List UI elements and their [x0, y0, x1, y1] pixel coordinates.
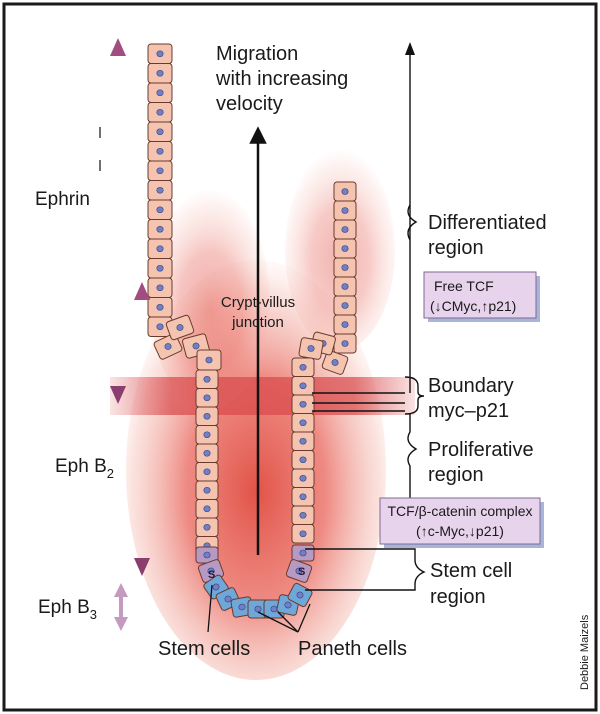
epithelial-cell — [147, 141, 173, 162]
epithelial-cell — [291, 431, 315, 451]
epithelial-cell — [147, 219, 173, 240]
epithelial-cell — [147, 277, 173, 298]
epithelial-cell — [333, 276, 357, 297]
proliferative-label-line2: region — [428, 464, 484, 486]
ephb2-arrow — [134, 282, 150, 576]
ephb2-label: Eph B2 — [55, 456, 114, 481]
epithelial-cell — [195, 388, 219, 408]
epithelial-cell — [195, 406, 219, 426]
epithelial-cell — [195, 443, 219, 463]
epithelial-cell — [147, 238, 173, 259]
tcf-complex-line1: TCF/β-catenin complex — [388, 503, 533, 519]
epithelial-cell — [195, 480, 219, 500]
migration-label-line2: with increasing — [215, 68, 348, 90]
epithelial-cell — [195, 499, 219, 519]
epithelial-cell — [195, 517, 219, 537]
ephb3-label-sub: 3 — [90, 607, 97, 622]
epithelial-cell — [333, 200, 357, 221]
credit-text: Debbie Maizels — [579, 614, 591, 690]
tcf-complex-box: TCF/β-catenin complex (↑c-Myc,↓p21) — [379, 497, 544, 548]
epithelial-cell — [195, 369, 219, 389]
epithelial-cell — [333, 238, 357, 259]
epithelial-cell — [147, 180, 173, 201]
ephrin-arrow — [110, 38, 126, 404]
epithelial-cell — [333, 219, 357, 240]
boundary-label-line2: myc–p21 — [428, 400, 509, 422]
paneth-cells-label: Paneth cells — [298, 638, 407, 660]
stem-region-label-line2: region — [430, 586, 486, 608]
crypt-villus-label-line2: junction — [231, 314, 284, 331]
epithelial-cell — [321, 350, 349, 375]
epithelial-cell — [147, 160, 173, 181]
ephb3-arrow — [114, 583, 128, 631]
ephb2-label-sub: 2 — [107, 466, 114, 481]
stem-cell — [291, 544, 315, 562]
ephb3-label: Eph B3 — [38, 597, 97, 622]
epithelial-cell — [147, 199, 173, 220]
free-tcf-line1: Free TCF — [434, 278, 494, 294]
epithelial-cell — [333, 314, 357, 335]
free-tcf-line2: (↓CMyc,↑p21) — [430, 298, 516, 314]
epithelial-cell — [196, 349, 222, 371]
right-brackets — [305, 42, 426, 591]
epithelial-cell — [291, 376, 315, 396]
boundary-band — [110, 377, 415, 415]
epithelial-cell — [165, 314, 195, 341]
epithelial-cell — [147, 63, 173, 84]
epithelial-cell — [147, 102, 173, 123]
proliferative-label-line1: Proliferative — [428, 439, 534, 461]
epithelial-cell — [333, 333, 357, 354]
boundary-label-line1: Boundary — [428, 375, 514, 397]
ephb3-label-base: Eph B — [38, 597, 90, 618]
stem-cells-label: Stem cells — [158, 638, 250, 660]
epithelial-cell — [291, 450, 315, 470]
epithelial-cell — [333, 295, 357, 316]
epithelial-cell — [195, 462, 219, 482]
epithelial-cell — [195, 425, 219, 445]
differentiated-label-line2: region — [428, 237, 484, 259]
epithelial-cell — [291, 357, 315, 377]
epithelial-cell — [153, 333, 183, 360]
epithelial-cell — [147, 82, 173, 103]
epithelial-cell — [291, 468, 315, 488]
paneth-cell — [287, 582, 313, 608]
migration-label-line3: velocity — [216, 93, 283, 115]
bottom-pointers — [207, 584, 311, 633]
epithelial-cell — [333, 257, 357, 278]
epithelial-cell — [291, 394, 315, 414]
epithelial-cell — [147, 121, 173, 142]
epithelial-cell — [291, 413, 315, 433]
epithelial-cell — [147, 297, 173, 318]
epithelial-cell — [291, 505, 315, 525]
epithelial-cell — [333, 181, 357, 202]
stem-region-label-line1: Stem cell — [430, 560, 512, 582]
migration-label-line1: Migration — [216, 43, 298, 65]
stem-cell-marker: S — [298, 566, 305, 578]
stem-cell — [285, 559, 313, 583]
crypt-villus-label-line1: Crypt-villus — [221, 294, 295, 311]
ephrin-label: Ephrin — [35, 189, 90, 210]
tcf-complex-line2: (↑c-Myc,↓p21) — [416, 523, 504, 539]
epithelial-cell — [291, 487, 315, 507]
ephb2-label-base: Eph B — [55, 456, 107, 477]
free-tcf-box: Free TCF (↓CMyc,↑p21) — [423, 271, 540, 322]
differentiated-label-line1: Differentiated — [428, 212, 547, 234]
epithelial-cell — [147, 258, 173, 279]
epithelial-cell — [291, 524, 315, 544]
epithelial-cell — [298, 337, 324, 360]
epithelial-cell — [147, 43, 173, 64]
villus-glow-left — [150, 190, 270, 410]
paneth-cell — [247, 599, 269, 619]
stem-cell-marker: S — [208, 569, 215, 581]
